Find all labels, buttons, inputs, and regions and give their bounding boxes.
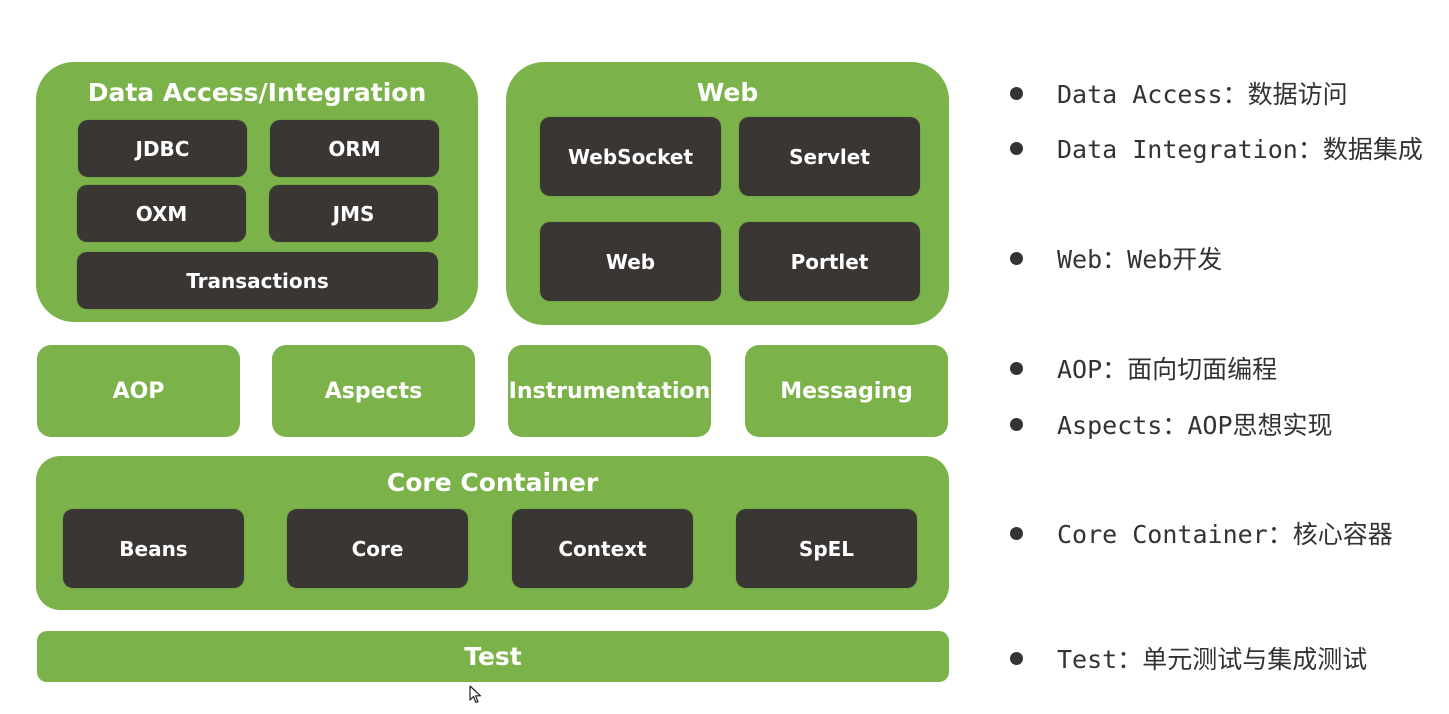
- note-item: Data Access：数据访问: [1010, 75, 1348, 111]
- bullet-dot-icon: [1010, 251, 1023, 265]
- bullet-dot-icon: [1010, 651, 1023, 665]
- note-text: Aspects：AOP思想实现: [1057, 411, 1333, 440]
- module-transactions: Transactions: [77, 252, 438, 309]
- web-title: Web: [696, 78, 759, 107]
- module-core: Core: [287, 509, 468, 588]
- module-servlet: Servlet: [739, 117, 920, 196]
- note-item: Aspects：AOP思想实现: [1010, 406, 1333, 442]
- bullet-dot-icon: [1010, 526, 1023, 540]
- note-item: Core Container：核心容器: [1010, 515, 1393, 551]
- module-web: Web: [540, 222, 721, 301]
- note-text: AOP：面向切面编程: [1057, 355, 1278, 384]
- module-jdbc: JDBC: [78, 120, 247, 177]
- bullet-dot-icon: [1010, 417, 1023, 431]
- test-block: Test: [37, 631, 949, 682]
- module-websocket: WebSocket: [540, 117, 721, 196]
- data-access-integration-title: Data Access/Integration: [87, 78, 427, 107]
- module-jms: JMS: [269, 185, 438, 242]
- note-text: Data Integration：数据集成: [1057, 135, 1423, 164]
- note-text: Test：单元测试与集成测试: [1057, 645, 1368, 674]
- module-instrumentation: Instrumentation: [508, 345, 711, 437]
- module-oxm: OXM: [77, 185, 246, 242]
- note-item: Web：Web开发: [1010, 240, 1222, 276]
- module-beans: Beans: [63, 509, 244, 588]
- module-context: Context: [512, 509, 693, 588]
- mouse-pointer-icon: [469, 685, 482, 704]
- module-orm: ORM: [270, 120, 439, 177]
- note-item: Test：单元测试与集成测试: [1010, 640, 1367, 676]
- note-item: Data Integration：数据集成: [1010, 130, 1423, 166]
- core-container-title: Core Container: [386, 468, 599, 497]
- bullet-dot-icon: [1010, 86, 1023, 100]
- module-messaging: Messaging: [745, 345, 948, 437]
- bullet-dot-icon: [1010, 361, 1023, 375]
- note-text: Core Container：核心容器: [1057, 520, 1393, 549]
- note-item: AOP：面向切面编程: [1010, 350, 1277, 386]
- module-portlet: Portlet: [739, 222, 920, 301]
- note-text: Data Access：数据访问: [1057, 80, 1348, 109]
- module-aop: AOP: [37, 345, 240, 437]
- bullet-dot-icon: [1010, 141, 1023, 155]
- note-text: Web：Web开发: [1057, 245, 1223, 274]
- module-aspects: Aspects: [272, 345, 475, 437]
- module-spel: SpEL: [736, 509, 917, 588]
